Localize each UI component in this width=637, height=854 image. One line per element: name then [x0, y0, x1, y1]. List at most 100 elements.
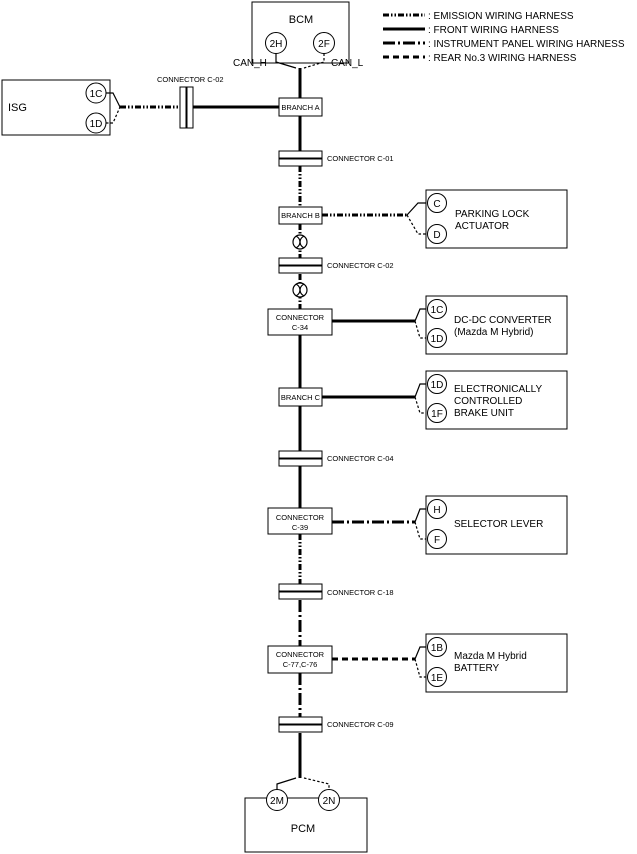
pcm-can-l-wire: [303, 777, 330, 790]
dcdc-label-line1: DC-DC CONVERTER: [454, 315, 552, 326]
connector-c77-label-line2: C-77,C-76: [283, 660, 318, 669]
battery-can-h-wire: [414, 646, 427, 660]
hybrid-battery-box: [425, 633, 568, 693]
connector-c02-bottom: [278, 265, 323, 274]
connector-c34-label-line1: CONNECTOR: [276, 313, 325, 322]
bcm-box: [251, 1, 350, 64]
brake-label-line1: ELECTRONICALLY: [454, 384, 543, 395]
brake-label-line3: BRAKE UNIT: [454, 408, 514, 419]
bcm-pin-2h-label: 2H: [270, 39, 283, 50]
connector-c09-label: CONNECTOR C-09: [327, 720, 394, 729]
parking-can-l-wire: [406, 214, 426, 235]
brake-label-line2: CONTROLLED: [454, 396, 522, 407]
battery-pin-1b: [427, 637, 447, 657]
selector-can-h-wire: [414, 508, 427, 523]
isg-connector-c02-right: [186, 86, 194, 129]
connector-c39-label-line2: C-39: [292, 523, 308, 532]
legend-front-label: : FRONT WIRING HARNESS: [428, 25, 559, 36]
dcdc-pin-1d: [427, 328, 447, 348]
pcm-label: PCM: [291, 823, 315, 835]
connector-c34-box: [267, 308, 333, 336]
dcdc-label-line2: (Mazda M Hybrid): [454, 327, 533, 338]
twisted-pair-symbol-1: [292, 234, 308, 250]
dcdc-can-h-wire: [414, 308, 427, 322]
parking-lock-actuator-box: [425, 189, 568, 249]
connector-c09-top: [278, 716, 323, 725]
pcm-can-h-wire: [276, 777, 297, 790]
connector-c18-bottom: [278, 591, 323, 600]
connector-c18-top: [278, 583, 323, 592]
selector-pin-f-label: F: [434, 535, 440, 546]
parking-pin-d-label: D: [433, 230, 440, 241]
legend: : EMISSION WIRING HARNESS : FRONT WIRING…: [383, 11, 625, 64]
brake-unit-box: [425, 370, 568, 430]
isg-module: ISG 1C 1D: [1, 79, 111, 136]
connector-c01-top: [278, 150, 323, 159]
legend-emission-label: : EMISSION WIRING HARNESS: [428, 11, 574, 22]
connector-c09-bottom: [278, 724, 323, 733]
parking-pin-d: [427, 224, 447, 244]
brake-can-h-wire: [414, 383, 427, 398]
selector-pin-f: [427, 529, 447, 549]
branch-b-label: BRANCH B: [281, 211, 320, 220]
pcm-box: [244, 797, 368, 853]
isg-can-l-wire: [106, 106, 121, 124]
isg-pin-1c-label: 1C: [90, 89, 103, 100]
parking-can-h-wire: [406, 202, 426, 216]
pcm-pin-2m: [266, 789, 288, 811]
dcdc-can-l-wire: [414, 320, 427, 339]
can-l-label: CAN_L: [331, 58, 364, 69]
selector-pin-h: [427, 499, 447, 519]
connector-c02-top: [278, 257, 323, 266]
parking-pin-c: [427, 193, 447, 213]
twisted-pair-symbol-2: [292, 282, 308, 298]
hybrid-battery-module: 1B 1E Mazda M Hybrid BATTERY: [425, 633, 568, 693]
connector-c39-box: [267, 507, 333, 535]
branch-a-label: BRANCH A: [281, 103, 319, 112]
bcm-pin-2f-label: 2F: [318, 39, 330, 50]
connector-c02-label: CONNECTOR C-02: [327, 261, 394, 270]
battery-label-line1: Mazda M Hybrid: [454, 651, 527, 662]
isg-connector-c02-label: CONNECTOR C-02: [157, 75, 224, 84]
brake-pin-1d: [427, 374, 447, 394]
isg-label: ISG: [8, 102, 27, 114]
brake-can-l-wire: [414, 396, 427, 414]
connector-c04-top: [278, 450, 323, 459]
bcm-module: BCM 2H 2F CAN_H CAN_L: [233, 1, 364, 69]
bcm-label: BCM: [289, 14, 313, 26]
selector-lever-module: H F SELECTOR LEVER: [425, 495, 568, 555]
can-h-label: CAN_H: [233, 58, 267, 69]
dcdc-converter-box: [425, 295, 568, 355]
selector-label: SELECTOR LEVER: [454, 519, 543, 530]
selector-pin-h-label: H: [433, 505, 440, 516]
connector-c34-label-line2: C-34: [292, 323, 308, 332]
battery-can-l-wire: [414, 658, 427, 678]
connector-c77-label-line1: CONNECTOR: [276, 650, 325, 659]
legend-rear-label: : REAR No.3 WIRING HARNESS: [428, 53, 577, 64]
connector-c04-bottom: [278, 458, 323, 467]
battery-pin-1b-label: 1B: [431, 643, 444, 654]
parking-label-line1: PARKING LOCK: [455, 209, 530, 220]
battery-label-line2: BATTERY: [454, 663, 500, 674]
brake-unit-module: 1D 1F ELECTRONICALLY CONTROLLED BRAKE UN…: [425, 370, 568, 430]
legend-instrument-label: : INSTRUMENT PANEL WIRING HARNESS: [428, 39, 625, 50]
selector-can-l-wire: [414, 521, 427, 540]
connector-c18-label: CONNECTOR C-18: [327, 588, 394, 597]
connector-c77-box: [267, 645, 333, 674]
brake-pin-1d-label: 1D: [431, 380, 444, 391]
pcm-pin-2m-label: 2M: [270, 796, 284, 807]
connector-c01-label: CONNECTOR C-01: [327, 154, 394, 163]
selector-lever-box: [425, 495, 568, 555]
pcm-pin-2n: [318, 789, 340, 811]
isg-pin-1d-label: 1D: [90, 119, 103, 130]
branch-a-box: [278, 97, 323, 117]
connector-c39-label-line1: CONNECTOR: [276, 513, 325, 522]
connector-c04-label: CONNECTOR C-04: [327, 454, 394, 463]
battery-pin-1e-label: 1E: [431, 673, 444, 684]
parking-pin-c-label: C: [433, 199, 440, 210]
pcm-module: 2M 2N PCM: [244, 789, 368, 853]
dcdc-converter-module: 1C 1D DC-DC CONVERTER (Mazda M Hybrid): [425, 295, 568, 355]
parking-lock-actuator-module: C D PARKING LOCK ACTUATOR: [425, 189, 568, 249]
brake-pin-1f: [427, 403, 447, 423]
parking-label-line2: ACTUATOR: [455, 221, 509, 232]
